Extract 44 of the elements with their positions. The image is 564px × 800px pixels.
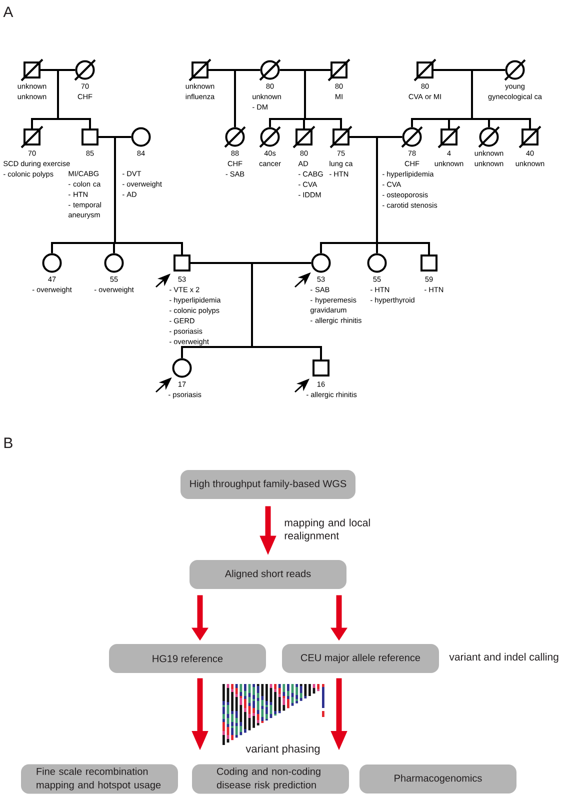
step-label: variant and indel calling [449, 652, 558, 663]
female-circle [42, 253, 62, 273]
process-box: HG19 reference [109, 644, 266, 673]
pedigree-line [31, 69, 91, 130]
pedigree-line [320, 136, 430, 256]
pedigree-line [208, 69, 262, 128]
female-circle [104, 253, 124, 273]
deceased-female-circle [74, 59, 96, 81]
male-square [312, 360, 330, 376]
female-circle [311, 253, 331, 273]
pedigree-line [411, 69, 531, 130]
deceased-female-circle [259, 126, 281, 148]
deceased-female-circle [478, 126, 500, 148]
male-square [420, 254, 438, 272]
deceased-male-square [518, 126, 542, 148]
process-box: CEU major allele reference [282, 644, 439, 673]
deceased-male-square [328, 58, 350, 82]
panel-letter: A [3, 6, 14, 17]
process-box: Pharmacogenomics [360, 764, 516, 794]
deceased-male-square [20, 58, 44, 82]
female-circle [367, 253, 387, 273]
female-circle [131, 127, 151, 147]
deceased-male-square [20, 126, 44, 148]
process-box: Aligned short reads [190, 560, 346, 589]
deceased-female-circle [504, 59, 526, 81]
deceased-male-square [414, 58, 436, 82]
male-square [82, 128, 98, 146]
deceased-male-square [330, 126, 352, 148]
pedigree-line [181, 262, 322, 360]
process-box: Coding and non-coding disease risk prediction [192, 764, 349, 794]
edge-label: mapping and local realignment [284, 518, 370, 542]
deceased-female-circle [259, 59, 281, 81]
deceased-male-square [438, 126, 460, 148]
process-box: Fine scale recombination mapping and hotspot usage [21, 764, 178, 794]
pedigree-line [269, 69, 342, 130]
deceased-male-square [188, 58, 212, 82]
pedigree-line [51, 136, 183, 256]
process-box: High throughput family-based WGS [180, 470, 356, 499]
deceased-female-circle [224, 126, 246, 148]
male-square [174, 254, 190, 272]
deceased-female-circle [401, 126, 423, 148]
deceased-male-square [292, 126, 316, 148]
female-circle [172, 358, 192, 378]
panel-letter: B [4, 438, 12, 448]
